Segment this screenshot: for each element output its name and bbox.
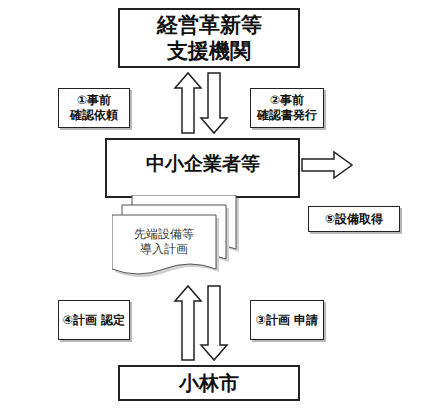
step-label-box: ②事前 確認書発行 bbox=[250, 88, 324, 128]
node-text: ③計画 申請 bbox=[256, 313, 318, 328]
step-label-box: ④計画 認定 bbox=[58, 300, 130, 340]
step-label-box: ①事前 確認依頼 bbox=[58, 88, 130, 128]
node-text: 先端設備等 導入計画 bbox=[112, 227, 216, 257]
enterprise-box: 中小企業者等 bbox=[105, 138, 300, 198]
node-text: ②事前 確認書発行 bbox=[251, 93, 323, 123]
flow-arrow bbox=[201, 286, 227, 360]
step-label-box: ③計画 申請 bbox=[250, 300, 324, 340]
node-text: ④計画 認定 bbox=[63, 313, 125, 328]
node-text: 中小企業者等 bbox=[146, 152, 260, 176]
flow-arrow bbox=[175, 73, 201, 133]
city-box: 小林市 bbox=[118, 365, 300, 401]
step-label-box: ⑤設備取得 bbox=[308, 206, 400, 232]
node-text: ⑤設備取得 bbox=[325, 212, 383, 227]
flow-arrow bbox=[201, 73, 227, 133]
document-stack: 先端設備等 導入計画 bbox=[112, 195, 240, 283]
output-arrow bbox=[302, 152, 352, 178]
flow-arrow bbox=[175, 286, 201, 360]
document-page bbox=[112, 215, 216, 274]
document-text-area: 先端設備等 導入計画 bbox=[112, 219, 216, 265]
node-text: 小林市 bbox=[179, 371, 239, 396]
node-text: ①事前 確認依頼 bbox=[59, 93, 129, 123]
organization-box: 経営革新等 支援機関 bbox=[118, 8, 300, 68]
node-text: 経営革新等 支援機関 bbox=[120, 12, 298, 65]
